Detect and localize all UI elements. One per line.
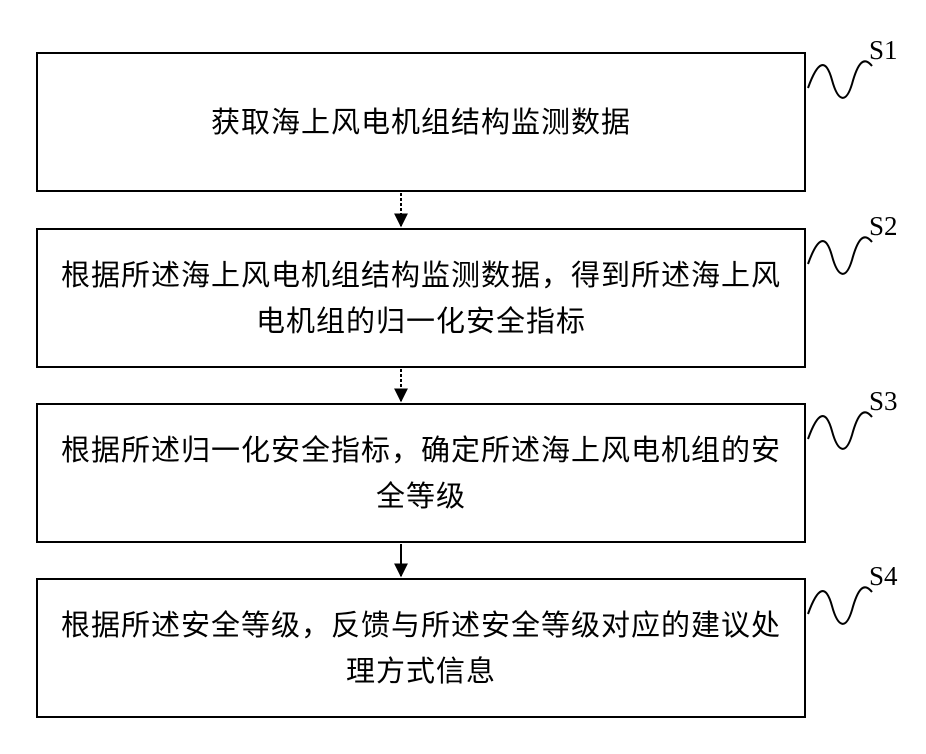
leader-line-s2 xyxy=(808,237,872,274)
leader-line-s4 xyxy=(808,587,872,624)
leader-line-s3 xyxy=(808,412,872,449)
leader-line-s1 xyxy=(808,61,872,98)
